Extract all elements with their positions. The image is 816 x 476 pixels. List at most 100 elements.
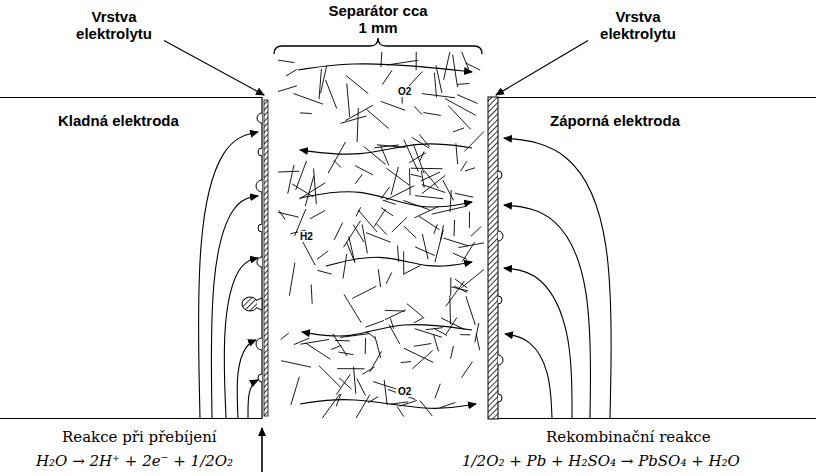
fibre: [376, 224, 386, 235]
gas-path-arrow: [504, 268, 572, 418]
fibre: [412, 137, 430, 148]
electrolyte-layer: [264, 100, 268, 416]
fibre: [436, 65, 442, 93]
fibre: [416, 52, 417, 70]
fibre: [444, 52, 450, 80]
reaction-equation: 1/2O₂ + Pb + H₂SO₄ → PbSO₄ + H₂O: [462, 452, 740, 470]
fibre: [288, 165, 294, 194]
fibre: [457, 95, 478, 104]
surface-bump: [498, 355, 503, 365]
fibre: [414, 317, 425, 322]
fibre: [300, 112, 312, 114]
separator-bracket: [274, 38, 482, 54]
fibre: [419, 216, 440, 229]
fibre: [362, 224, 367, 253]
gas-path-arrow: [248, 380, 258, 418]
fibre: [319, 69, 321, 99]
fibre: [411, 174, 422, 176]
fibre: [384, 380, 387, 405]
fibre: [462, 52, 469, 69]
gas-path-arrow: [237, 340, 256, 418]
fibre: [355, 174, 362, 183]
bubble-neck: [257, 298, 262, 310]
gas-flow-arrow: [300, 192, 472, 207]
fibre: [446, 318, 457, 335]
fibre: [415, 329, 442, 338]
fibre: [286, 69, 297, 76]
fibre: [278, 212, 299, 217]
gas-label: O2: [396, 86, 413, 97]
fibre: [414, 145, 424, 174]
gas-flow-arrow: [300, 144, 472, 154]
surface-bump: [498, 296, 502, 304]
fibre: [339, 378, 352, 389]
fibre: [358, 210, 377, 232]
fibre: [381, 101, 405, 110]
fibre: [281, 333, 289, 340]
fibre: [385, 310, 406, 320]
fibre: [281, 361, 311, 367]
gas-bubble: [257, 113, 262, 123]
pointer-arrow: [261, 428, 263, 472]
fibre: [444, 238, 469, 246]
reaction-title: Reakce při přebíjení: [62, 428, 217, 446]
fibre: [461, 362, 472, 378]
fibre: [414, 106, 422, 114]
separator-fibres: [278, 52, 484, 418]
fibre: [382, 70, 392, 84]
fibre: [321, 65, 327, 93]
surface-bump: [498, 231, 503, 241]
fibre: [386, 272, 392, 283]
fibre: [365, 338, 366, 354]
fibre: [454, 220, 455, 236]
fibre: [322, 394, 339, 418]
fibre: [443, 180, 454, 200]
fibre: [407, 304, 423, 317]
fibre: [448, 105, 471, 129]
fibre: [469, 212, 470, 228]
fibre: [455, 279, 467, 288]
fibre: [404, 226, 416, 238]
gas-path-arrow: [224, 258, 258, 418]
fibre: [434, 224, 438, 234]
gas-flow-arrow: [298, 64, 472, 72]
fibre: [403, 265, 420, 274]
fibre: [381, 146, 389, 166]
leader-arrow: [496, 41, 588, 96]
fibre: [296, 161, 307, 190]
gas-path-arrow: [504, 138, 611, 418]
leader-arrow: [164, 41, 264, 96]
gas-bubble: [258, 224, 262, 232]
fibre: [392, 218, 407, 232]
fibre: [317, 251, 328, 259]
fibre: [291, 377, 300, 405]
electrode-label: Kladná elektroda: [58, 112, 179, 129]
fibre: [278, 60, 294, 63]
fibre: [355, 166, 373, 175]
layer-label: Vrstva elektrolytu: [66, 8, 162, 43]
illustration-strokes: [164, 38, 611, 472]
fibre: [454, 286, 467, 292]
fibre: [409, 169, 411, 196]
fibre: [420, 151, 424, 160]
fibre: [423, 113, 440, 116]
fibre: [334, 223, 342, 240]
fibre: [457, 83, 469, 85]
fibre: [318, 270, 332, 274]
gas-label: O2: [396, 386, 413, 397]
gas-bubble: [256, 338, 262, 350]
gas-bubble: [242, 297, 258, 311]
surface-bump: [498, 394, 502, 402]
fibre: [465, 63, 480, 70]
fibre: [310, 210, 325, 218]
fibre: [365, 321, 384, 328]
fibre: [346, 75, 369, 93]
fibre: [426, 328, 443, 330]
gas-path-arrow: [504, 205, 591, 418]
fibre: [455, 193, 473, 197]
separator-label: Separátor cca 1 mm: [328, 2, 428, 37]
fibre: [294, 94, 323, 105]
fibre: [374, 209, 386, 227]
